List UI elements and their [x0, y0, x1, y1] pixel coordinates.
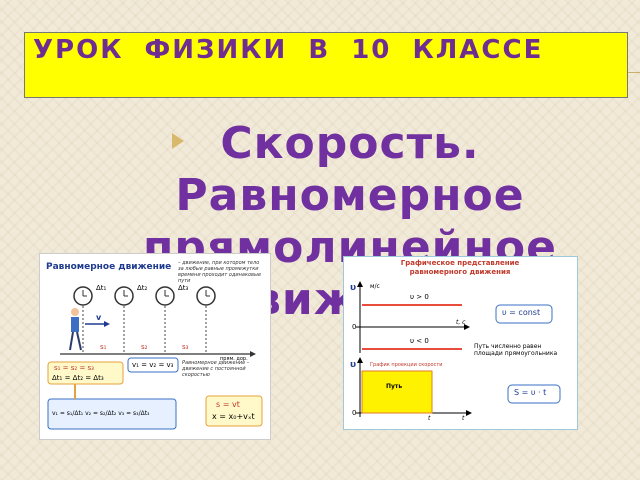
lower-graph-title: График проекции скорости: [370, 362, 443, 368]
interval-label: Δt₃: [178, 284, 189, 292]
area-label: Путь: [386, 383, 403, 390]
y-unit: м/с: [370, 283, 380, 290]
clock-icon: [73, 286, 93, 306]
interval-label: Δt₁: [96, 284, 107, 292]
equal-speed-box: [127, 357, 179, 373]
walking-person-icon: [69, 308, 82, 351]
formula-box: [507, 384, 561, 404]
y-symbol: υ: [350, 283, 357, 293]
clock-icon: [114, 286, 134, 306]
velocity-label: v: [96, 313, 102, 322]
side-note: Равномерное движение – движение с постоя…: [182, 360, 250, 378]
const-text: υ = const: [502, 308, 541, 317]
formula-box: [47, 398, 177, 430]
path-note: Путь численно равен площади прямоугольни…: [474, 343, 558, 357]
speed-formulas: v₁ = s₁/Δt₁ v₂ = s₂/Δt₂ v₃ = s₃/Δt₃: [52, 410, 150, 417]
figure-heading: Равномерное движение: [46, 262, 172, 272]
graph-heading: Графическое представление равномерного д…: [400, 259, 520, 276]
coordinate-formula: x = x₀+vₓt: [212, 412, 255, 421]
distance-label: s₃: [182, 343, 189, 351]
distance-label: s₂: [141, 343, 148, 351]
positive-label: υ > 0: [410, 293, 429, 301]
x-axis-label: t, с: [456, 319, 466, 326]
distance-label: s₁: [100, 343, 107, 351]
const-box: [495, 304, 553, 324]
origin-label: 0: [352, 323, 357, 331]
equal-paths-box: [47, 361, 124, 385]
lower-x-axis-label: t: [462, 415, 465, 422]
negative-label: υ < 0: [410, 337, 429, 345]
velocity-graphs: [356, 281, 561, 417]
path-area: [361, 370, 433, 414]
law-box: [205, 395, 263, 427]
clock-icon: [155, 286, 175, 306]
slide-title: Урок физики в 10 классе: [24, 32, 628, 98]
motion-diagram: [47, 286, 263, 430]
equal-paths-text: s₁ = s₂ = s₃: [54, 364, 94, 372]
bullet-arrow-icon: [172, 133, 184, 149]
lower-t-label: t: [428, 415, 431, 422]
uniform-motion-figure: Равномерное движение – движение, при кот…: [39, 253, 271, 440]
title-decor-line: [628, 72, 640, 73]
figure-note: – движение, при котором тело за любые ра…: [178, 260, 262, 284]
graph-figure: Графическое представление равномерного д…: [343, 256, 578, 430]
axis-label: прям. дор.: [220, 356, 248, 362]
distance-formula: S = υ · t: [514, 388, 547, 397]
lower-origin-label: 0: [352, 409, 357, 417]
path-formula: s = vt: [216, 400, 240, 409]
equal-intervals-text: Δt₁ = Δt₂ = Δt₃: [52, 374, 104, 382]
slide-title-text: Урок физики в 10 классе: [33, 35, 544, 65]
interval-label: Δt₂: [137, 284, 148, 292]
equal-speed-text: v₁ = v₂ = v₃: [132, 361, 174, 369]
lower-y-symbol: υ: [350, 360, 357, 370]
clock-icon: [196, 286, 216, 306]
